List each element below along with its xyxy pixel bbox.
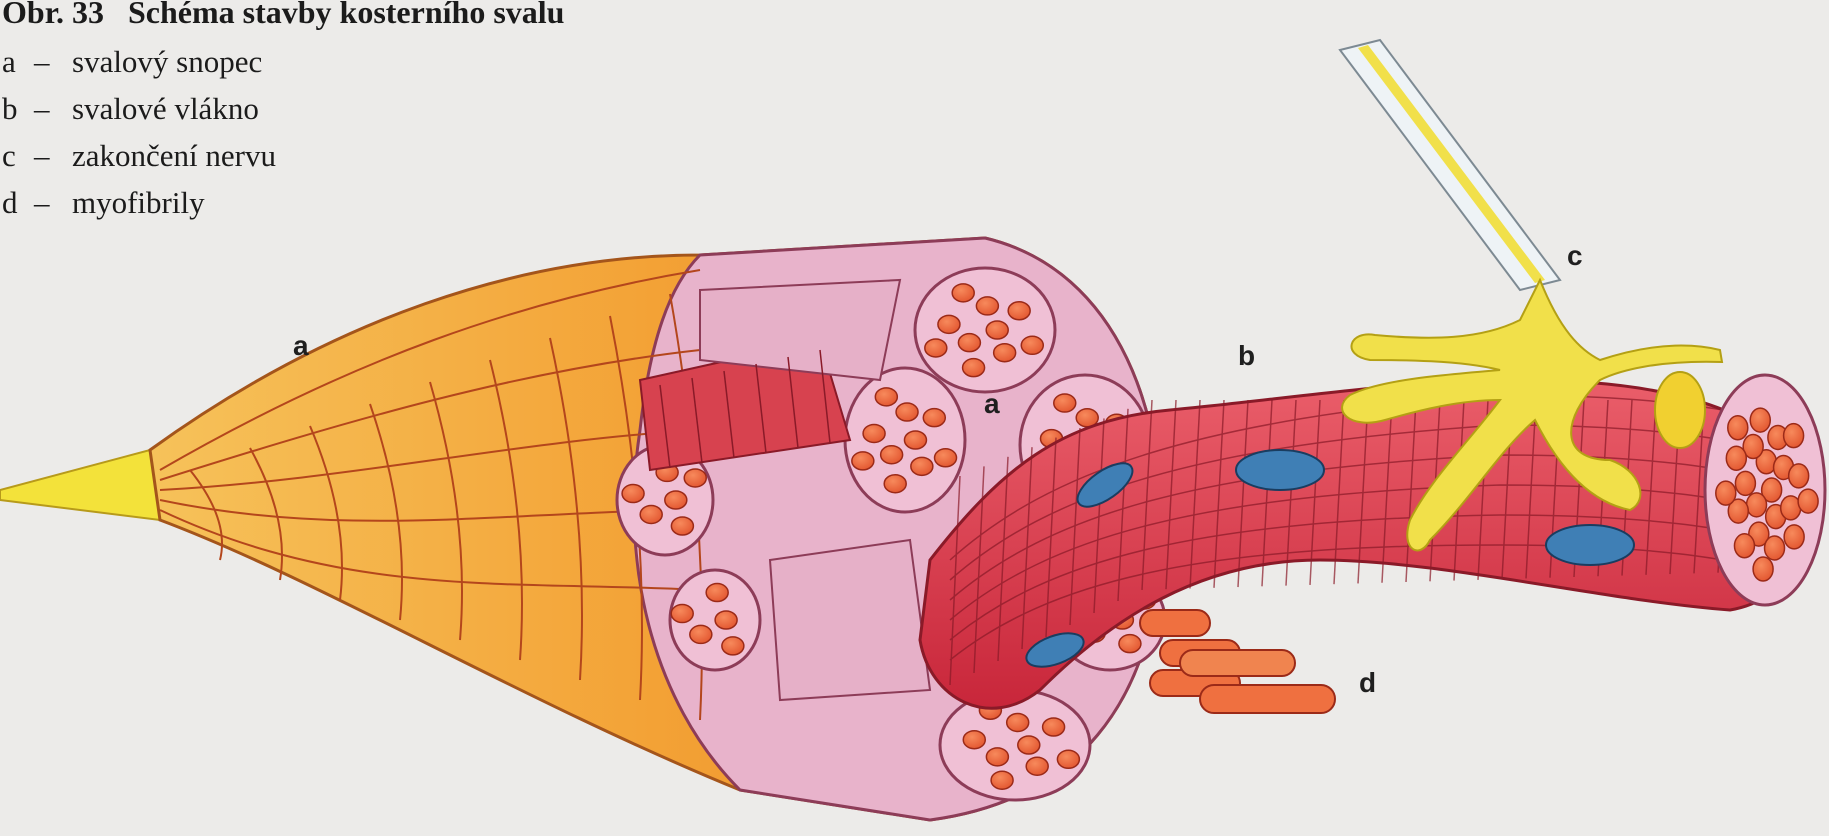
label-c: c [1567, 240, 1583, 272]
figure-number: Obr. 33 [2, 0, 104, 30]
legend-text: zakončení nervu [72, 132, 276, 179]
myofibril-cross-section [1734, 534, 1754, 558]
label-a-outer: a [293, 330, 309, 362]
myofibril-cross-section [640, 505, 662, 523]
myofibril-cross-section [1753, 557, 1773, 581]
myofibril-cross-section [923, 409, 945, 427]
myofibril-cross-section [622, 485, 644, 503]
myofibril-cross-section [1057, 750, 1079, 768]
myofibril-cross-section [963, 359, 985, 377]
myofibril-cross-section [963, 731, 985, 749]
myofibril-cross-section [1765, 536, 1785, 560]
label-b: b [1238, 340, 1255, 372]
myofibril-cross-section [884, 475, 906, 493]
legend-key: a [2, 38, 34, 85]
myofibril-cross-section [1018, 736, 1040, 754]
myofibril-cross-section [690, 625, 712, 643]
myofibril-cross-section [665, 491, 687, 509]
myofibril-cross-section [896, 403, 918, 421]
fascicle-cross-section [940, 690, 1090, 800]
myofibril-cross-section [994, 344, 1016, 362]
legend-item: a – svalový snopec [2, 38, 276, 85]
myofibril-cross-section [986, 748, 1008, 766]
myofibril-cross-section [1784, 424, 1804, 448]
myofibril-cross-section [1789, 464, 1809, 488]
myofibril-cross-section [1798, 489, 1818, 513]
legend: a – svalový snopec b – svalové vlákno c … [2, 38, 276, 226]
myofibril-cross-section [911, 457, 933, 475]
myofibril-cross-section [952, 284, 974, 302]
fascicle-side [770, 540, 930, 700]
myofibril-cross-section [925, 339, 947, 357]
legend-text: svalové vlákno [72, 85, 259, 132]
figure-title: Schéma stavby kosterního svalu [128, 0, 565, 30]
myofibril-cross-section [938, 315, 960, 333]
tendon [0, 450, 160, 520]
myofibril-cross-section [684, 469, 706, 487]
legend-dash: – [34, 38, 72, 85]
legend-item: d – myofibrily [2, 179, 276, 226]
myofibril-cross-section [1054, 394, 1076, 412]
legend-dash: – [34, 85, 72, 132]
myofibril-cross-section [706, 584, 728, 602]
myofibril-cross-section [1026, 757, 1048, 775]
myofibril-cross-section [958, 334, 980, 352]
legend-dash: – [34, 132, 72, 179]
myofibril-cross-section [1728, 416, 1748, 440]
myofibril-cross-section [671, 517, 693, 535]
myofibril-cross-section [1007, 713, 1029, 731]
myofibril-cross-section [935, 449, 957, 467]
myofibril-cross-section [1750, 408, 1770, 432]
myofibril-cross-section [671, 605, 693, 623]
myofibril-cross-section [1119, 635, 1141, 653]
legend-key: b [2, 85, 34, 132]
myofibril-cross-section [991, 771, 1013, 789]
myofibril-cross-section [881, 446, 903, 464]
myofibril-cross-section [722, 637, 744, 655]
fascicle-cross-section [915, 268, 1055, 392]
label-a-inner: a [984, 388, 1000, 420]
myofibril-cross-section [904, 431, 926, 449]
myofibril-cross-section [1726, 446, 1746, 470]
myofibril-cross-section [1716, 481, 1736, 505]
myofibril-cross-section [976, 297, 998, 315]
legend-dash: – [34, 179, 72, 226]
myofibril-cross-section [1784, 525, 1804, 549]
myofibril-cross-section [1021, 336, 1043, 354]
legend-key: d [2, 179, 34, 226]
legend-text: myofibrily [72, 179, 205, 226]
myofibril-cross-section [986, 321, 1008, 339]
legend-text: svalový snopec [72, 38, 262, 85]
legend-key: c [2, 132, 34, 179]
legend-item: b – svalové vlákno [2, 85, 276, 132]
myofibril-cross-section [715, 611, 737, 629]
myofibril-bundle [1140, 610, 1335, 713]
myofibril-cross-section [1735, 471, 1755, 495]
myofibril-cross-section [875, 388, 897, 406]
myofibril-cross-section [1747, 493, 1767, 517]
figure-caption: Obr. 33 Schéma stavby kosterního svalu [2, 0, 564, 31]
myofibril-cross-section [1008, 302, 1030, 320]
myofibril-cross-section [852, 452, 874, 470]
label-d: d [1359, 667, 1376, 699]
myofibril-cross-section [1043, 718, 1065, 736]
legend-item: c – zakončení nervu [2, 132, 276, 179]
myofibril-cross-section [863, 424, 885, 442]
